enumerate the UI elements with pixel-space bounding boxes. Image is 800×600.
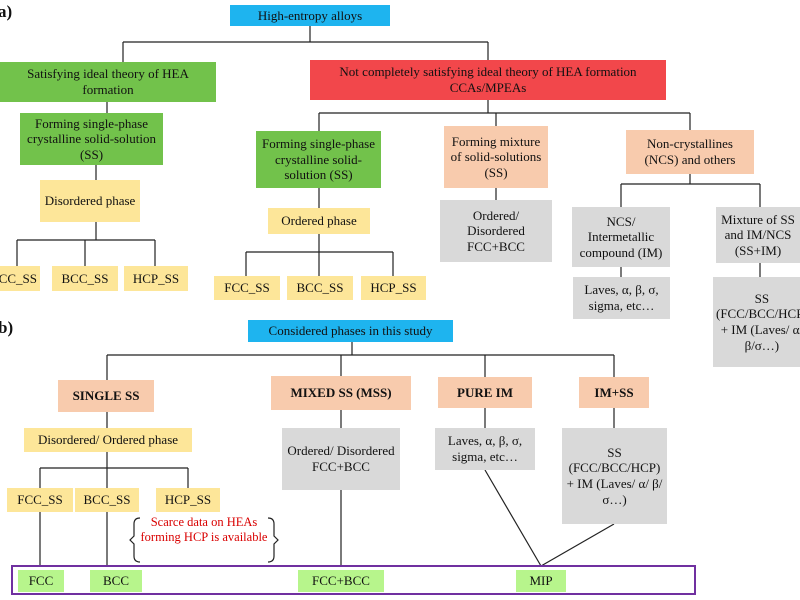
- b-leaf-fcc: FCC_SS: [7, 488, 73, 512]
- a-ss-im-detail-node: SS (FCC/BCC/HCP) + IM (Laves/ α/ β/σ…): [713, 277, 800, 367]
- b-imss-child-node: SS (FCC/BCC/HCP) + IM (Laves/ α/ β/σ…): [562, 428, 667, 524]
- a-nonideal-ss-node: Forming single-phase crystalline solid-s…: [256, 131, 381, 188]
- a-mix-ss-im-node: Mixture of SS and IM/NCS (SS+IM): [716, 207, 800, 263]
- b-mixed-ss-node: MIXED SS (MSS): [271, 376, 411, 410]
- b-leaf-bcc: BCC_SS: [75, 488, 139, 512]
- b-output-bcc: BCC: [90, 570, 142, 592]
- a-ideal-ss-node: Forming single-phase crystalline solid-s…: [20, 113, 163, 165]
- b-output-mip: MIP: [516, 570, 566, 592]
- b-dis-ord-node: Disordered/ Ordered phase: [24, 428, 192, 452]
- b-mixed-child-node: Ordered/ Disordered FCC+BCC: [282, 428, 400, 490]
- b-root-node: Considered phases in this study: [248, 320, 453, 342]
- a-ideal-leaf-fcc: FCC_SS: [0, 266, 40, 291]
- a-ideal-leaf-hcp: HCP_SS: [124, 266, 188, 291]
- a-ss-im-detail-label: SS (FCC/BCC/HCP) + IM (Laves/ α/ β/σ…): [716, 290, 800, 353]
- a-noncryst-node: Non-crystallines (NCS) and others: [626, 130, 754, 174]
- b-hcp-note: Scarce data on HEAs forming HCP is avail…: [140, 515, 268, 544]
- a-disordered-node: Disordered phase: [40, 180, 140, 222]
- a-non-leaf-fcc: FCC_SS: [214, 276, 280, 300]
- a-mix-ss-im-label: Mixture of SS and IM/NCS (SS+IM): [721, 211, 795, 258]
- a-mixture-child-node: Ordered/ Disordered FCC+BCC: [440, 200, 552, 262]
- a-nonideal-node: Not completely satisfying ideal theory o…: [310, 60, 666, 100]
- a-ordered-node: Ordered phase: [268, 208, 370, 234]
- a-ncs-im-node: NCS/ Intermetallic compound (IM): [572, 207, 670, 267]
- a-root-node: High-entropy alloys: [230, 5, 390, 26]
- panel-label-a: a): [0, 2, 13, 21]
- a-non-leaf-bcc: BCC_SS: [287, 276, 353, 300]
- a-laves-node: Laves, α, β, σ, sigma, etc…: [573, 277, 670, 319]
- panel-label-b: b): [0, 318, 14, 337]
- a-mixture-node: Forming mixture of solid-solutions (SS): [444, 126, 548, 188]
- b-output-fcc-bcc: FCC+BCC: [298, 570, 384, 592]
- b-im-ss-node: IM+SS: [579, 377, 649, 408]
- b-output-fcc: FCC: [18, 570, 64, 592]
- a-ideal-node: Satisfying ideal theory of HEA formation: [0, 62, 216, 102]
- b-leaf-hcp: HCP_SS: [156, 488, 220, 512]
- a-non-leaf-hcp: HCP_SS: [361, 276, 426, 300]
- b-pure-im-node: PURE IM: [438, 377, 532, 408]
- a-ideal-leaf-bcc: BCC_SS: [52, 266, 118, 291]
- b-single-ss-node: SINGLE SS: [58, 380, 154, 412]
- b-pure-child-node: Laves, α, β, σ, sigma, etc…: [435, 428, 535, 470]
- output-bracket: [11, 565, 696, 595]
